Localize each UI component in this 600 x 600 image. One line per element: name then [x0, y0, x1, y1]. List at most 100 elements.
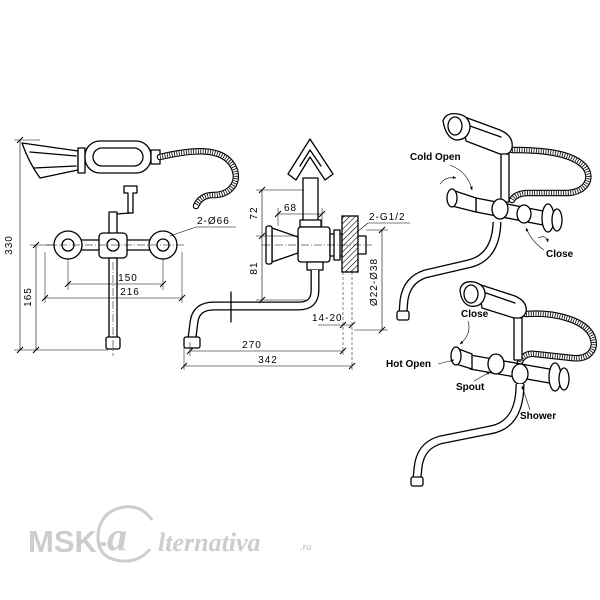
p2-hose-coil — [517, 311, 596, 363]
leader-hot-open — [437, 359, 455, 365]
dim-text-165: 165 — [23, 287, 34, 307]
front-shower-handle-inner — [92, 147, 144, 167]
front-shower-hose — [156, 148, 240, 210]
p2-spout-outline — [412, 383, 525, 479]
p2-shower-hose — [516, 310, 597, 366]
front-hose-coil — [159, 149, 238, 207]
dim-ext-216 — [44, 252, 183, 303]
front-shower-head-detail — [29, 151, 77, 169]
p2-hot-handle-cap — [450, 346, 462, 366]
p1-hand-shower — [442, 113, 513, 156]
watermark-at-ring — [96, 505, 154, 563]
watermark-prefix: MSK- — [28, 524, 107, 559]
leader-close-top — [525, 227, 545, 251]
watermark-name: lternativa — [158, 528, 261, 557]
dim-text-270: 270 — [242, 340, 262, 351]
side-spout-fill — [188, 270, 319, 339]
dim-text-150: 150 — [118, 273, 138, 284]
side-spout — [183, 270, 320, 349]
dim-ext-pipe — [354, 229, 388, 331]
p1-spout — [396, 221, 502, 321]
side-tube-collar — [299, 219, 322, 228]
p1-holder-post — [500, 153, 510, 203]
front-mixer-body — [53, 230, 178, 350]
dim-text-81: 81 — [249, 261, 260, 274]
front-view: 330 165 150 216 2-Ø66 — [4, 136, 240, 356]
p1-shower-spray-face — [447, 116, 463, 136]
perspective-view-hot: Close Hot Open Spout Shower — [386, 281, 597, 487]
label-shower: Shower — [520, 411, 556, 422]
p1-hose-coil — [510, 147, 591, 202]
dim-ext-150 — [67, 259, 164, 290]
watermark: MSK- a lternativa .ru — [28, 505, 312, 563]
p2-mixer-body — [450, 317, 570, 392]
p2-shower-valve — [511, 363, 529, 385]
dim-text-pipe: Ø22-Ø38 — [369, 258, 380, 306]
p1-spout-fill — [399, 221, 501, 313]
side-view: 72 81 68 2-G1/2 Ø22-Ø38 14-20 — [180, 138, 410, 370]
p2-shower-spray-face — [463, 284, 479, 304]
p2-spout-fill — [413, 383, 524, 479]
leader-close-bottom — [459, 320, 470, 345]
side-body — [297, 226, 331, 263]
p1-mixer-body — [446, 153, 563, 233]
label-spout: Spout — [456, 382, 485, 393]
label-close-bottom: Close — [461, 309, 489, 320]
dim-ext-330 — [14, 139, 108, 351]
side-spout-nut — [306, 261, 324, 271]
front-holder-bracket — [123, 185, 138, 214]
dim-text-thread: 2-G1/2 — [369, 212, 406, 223]
front-shower-holder — [108, 185, 138, 235]
dim-text-330: 330 — [4, 235, 15, 255]
side-shower-head-detail — [299, 149, 322, 167]
p2-spout — [410, 383, 525, 487]
label-close-top: Close — [546, 249, 574, 260]
p2-spout-nozzle — [410, 476, 424, 487]
p2-hand-shower — [459, 281, 527, 320]
dim-text-342: 342 — [258, 355, 278, 366]
perspective-view-cold: Cold Open Close — [396, 113, 592, 321]
p1-shower-handle-detail — [469, 125, 502, 138]
p1-spout-nozzle — [396, 310, 410, 321]
side-shower-head — [287, 138, 334, 181]
p1-wall-flange-back — [551, 208, 563, 232]
front-shower-ring — [77, 147, 86, 174]
side-wall-flange — [341, 215, 359, 273]
front-dimensions: 330 165 150 216 2-Ø66 — [4, 136, 236, 354]
rotation-arrow-cold — [439, 175, 457, 185]
side-dimensions: 72 81 68 2-G1/2 Ø22-Ø38 14-20 — [180, 186, 410, 370]
p1-labels: Cold Open Close — [410, 152, 574, 260]
watermark-domain: .ru — [300, 542, 312, 552]
dim-text-216: 216 — [120, 287, 140, 298]
dim-leader-flange — [169, 226, 236, 237]
p1-cold-handle-cap — [446, 188, 458, 208]
dim-text-72: 72 — [249, 206, 260, 219]
dim-ext-72 — [256, 189, 304, 237]
p2-holder-post — [513, 317, 523, 361]
side-spout-nozzle — [183, 336, 201, 349]
p1-shower-hose — [508, 146, 592, 204]
p1-right-valve — [516, 204, 532, 224]
side-holder-tube — [299, 177, 322, 229]
front-hand-shower — [21, 140, 161, 179]
dim-leader-thread — [356, 222, 410, 233]
front-shower-head — [21, 142, 79, 179]
front-shower-handle — [84, 140, 152, 174]
front-center-lines — [46, 244, 186, 356]
dim-ext-68 — [277, 208, 323, 226]
p2-labels: Close Hot Open Spout Shower — [386, 309, 556, 422]
leader-cold-open — [449, 164, 473, 191]
p1-center-valve — [491, 198, 509, 220]
label-cold-open: Cold Open — [410, 152, 461, 163]
dim-text-wall: 14-20 — [312, 313, 343, 324]
dim-ext-wall — [342, 272, 353, 370]
p2-wall-flange-back — [558, 367, 570, 391]
rotation-arrow-close-top — [537, 236, 549, 243]
dim-text-68: 68 — [284, 203, 297, 214]
leader-spout — [473, 371, 491, 382]
p2-spout-valve — [487, 353, 505, 375]
front-holder-post — [108, 211, 118, 235]
dim-text-flange: 2-Ø66 — [197, 216, 230, 227]
leader-shower — [521, 385, 531, 411]
